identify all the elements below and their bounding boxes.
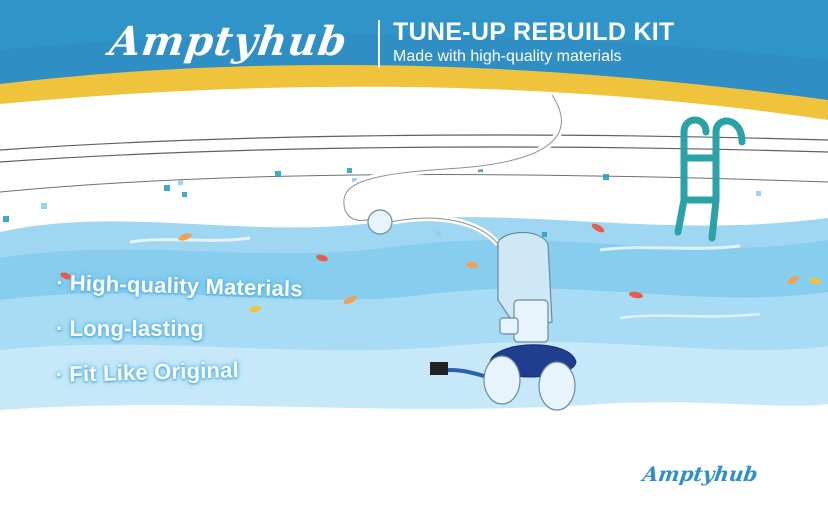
pool-cleaner-hose xyxy=(340,93,565,224)
feature-list: ·High-quality Materials ·Long-lasting ·F… xyxy=(55,270,304,408)
leaf-icon xyxy=(60,223,821,313)
brand-logo: Amptyhub xyxy=(106,18,351,65)
page-subtitle: Made with high-quality materials xyxy=(393,48,622,65)
feature-item: ·High-quality Materials xyxy=(55,270,304,302)
page-title: TUNE-UP REBUILD KIT xyxy=(393,18,675,46)
pool-cleaner-icon xyxy=(367,209,577,411)
header-divider xyxy=(378,20,380,68)
pool-ladder-icon xyxy=(674,116,746,242)
footer-logo: Amptyhub xyxy=(641,462,760,486)
confetti xyxy=(3,167,761,237)
feature-item: ·Fit Like Original xyxy=(55,357,240,387)
feature-item: ·Long-lasting xyxy=(56,316,204,341)
